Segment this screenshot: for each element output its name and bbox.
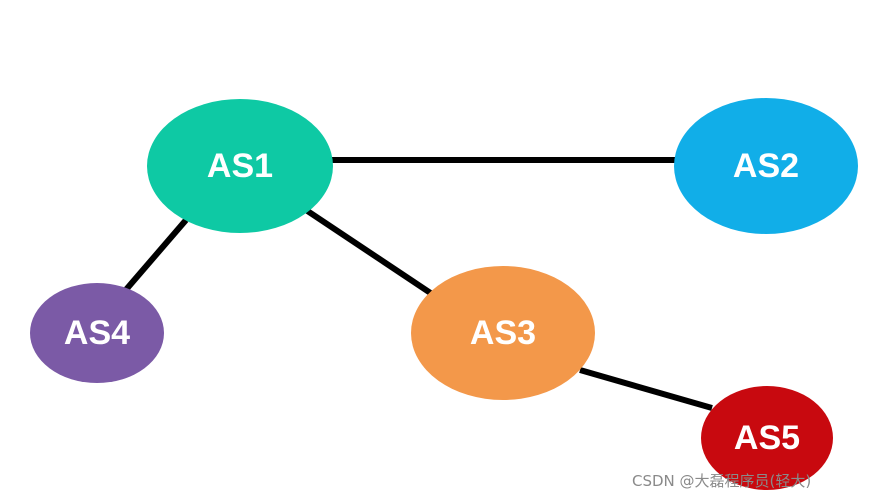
node-as5: AS5 (701, 386, 833, 490)
edge-layer (121, 157, 713, 411)
node-as1: AS1 (147, 99, 333, 233)
node-label-as3: AS3 (470, 314, 536, 352)
node-as3: AS3 (411, 266, 595, 400)
node-as2: AS2 (674, 98, 858, 234)
node-ellipse-as3 (411, 266, 595, 400)
node-as4: AS4 (30, 283, 164, 383)
node-ellipse-as2 (674, 98, 858, 234)
edge-as1-as3 (304, 207, 434, 297)
node-ellipse-as4 (30, 283, 164, 383)
node-ellipse-as5 (701, 386, 833, 490)
node-label-as1: AS1 (207, 147, 273, 185)
node-label-as2: AS2 (733, 147, 799, 185)
edge-as1-as4 (121, 218, 189, 294)
node-ellipse-as1 (147, 99, 333, 233)
node-label-as5: AS5 (734, 419, 800, 457)
watermark-text: CSDN @大磊程序员(轻大) (632, 472, 812, 490)
node-label-as4: AS4 (64, 314, 130, 352)
edge-as3-as5 (579, 367, 713, 411)
